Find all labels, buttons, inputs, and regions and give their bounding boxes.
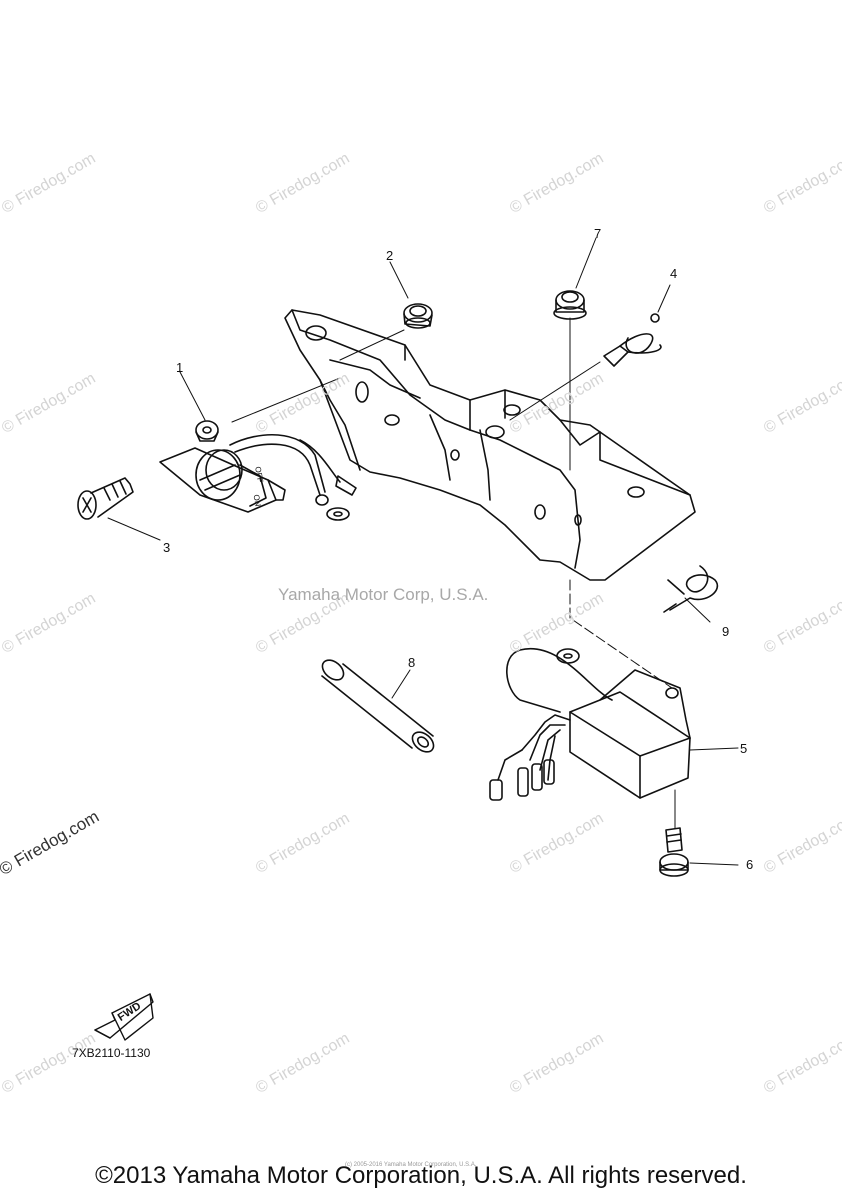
callout-8: 8: [408, 655, 416, 670]
grommet-1: [195, 420, 219, 442]
switch: [159, 433, 357, 521]
fwd-arrow: [94, 993, 154, 1041]
bolt: [659, 827, 689, 877]
bracket: [284, 309, 696, 581]
center-watermark: Yamaha Motor Corp, U.S.A.: [278, 585, 489, 604]
copyright-notice: ©2013 Yamaha Motor Corporation, U.S.A. A…: [95, 1162, 747, 1189]
nut: [553, 290, 587, 320]
callout-3: 3: [163, 540, 171, 555]
cdi-unit: [489, 647, 691, 801]
grommet-2: [403, 303, 433, 329]
leader-lines: [107, 237, 739, 866]
callout-5: 5: [740, 741, 748, 756]
callout-9: 9: [722, 624, 730, 639]
small-print: (c) 2005-2016 Yamaha Motor Corporation, …: [345, 1162, 477, 1168]
callout-2: 2: [386, 248, 394, 263]
callout-4: 4: [670, 266, 678, 281]
switch-on-label: ON: [251, 493, 263, 508]
screw: [77, 477, 134, 520]
diagram-code: 7XB2110-1130: [72, 1046, 151, 1060]
callout-7: 7: [594, 226, 602, 241]
callout-1: 1: [176, 360, 184, 375]
callout-6: 6: [746, 857, 754, 872]
tube: [321, 659, 435, 753]
clip-4: [603, 313, 662, 367]
clamp-9: [663, 565, 718, 613]
